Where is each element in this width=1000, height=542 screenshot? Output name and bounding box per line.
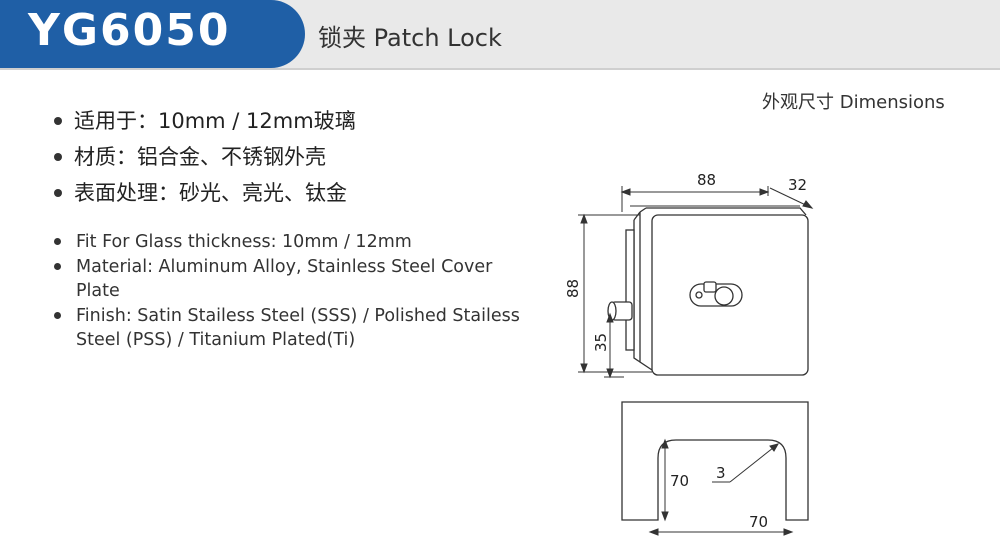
spec-item-en: Finish: Satin Stailess Steel (SSS) / Pol… bbox=[54, 304, 524, 352]
spec-item-cn: 材质：铝合金、不锈钢外壳 bbox=[54, 139, 356, 175]
dim-depth-label: 32 bbox=[788, 176, 807, 194]
spec-text: 表面处理：砂光、亮光、钛金 bbox=[74, 181, 347, 205]
spec-list-english: Fit For Glass thickness: 10mm / 12mm Mat… bbox=[54, 230, 524, 353]
bullet-icon bbox=[54, 238, 61, 245]
model-badge: YG6050 bbox=[0, 0, 305, 68]
header-divider bbox=[0, 68, 1000, 70]
dim-cutout-width-label: 70 bbox=[749, 513, 768, 531]
spec-text: Finish: Satin Stailess Steel (SSS) / Pol… bbox=[76, 306, 520, 350]
dim-height-label: 88 bbox=[564, 279, 582, 298]
spec-text: 适用于：10mm / 12mm玻璃 bbox=[74, 109, 356, 133]
bullet-icon bbox=[54, 263, 61, 270]
dim-bolt-height-label: 35 bbox=[592, 333, 610, 352]
dimensions-title: 外观尺寸 Dimensions bbox=[762, 92, 945, 113]
dim-radius-label: 3 bbox=[716, 464, 726, 482]
bullet-icon bbox=[54, 117, 62, 125]
spec-text: Fit For Glass thickness: 10mm / 12mm bbox=[76, 232, 412, 252]
glass-cutout bbox=[621, 401, 809, 521]
spec-list-chinese: 适用于：10mm / 12mm玻璃 材质：铝合金、不锈钢外壳 表面处理：砂光、亮… bbox=[54, 103, 356, 211]
bullet-icon bbox=[54, 153, 62, 161]
spec-text: Material: Aluminum Alloy, Stainless Stee… bbox=[76, 257, 493, 301]
keyhole bbox=[689, 281, 743, 307]
dim-width-label: 88 bbox=[697, 171, 716, 189]
model-code: YG6050 bbox=[28, 5, 231, 56]
spec-item-en: Material: Aluminum Alloy, Stainless Stee… bbox=[54, 255, 524, 303]
spec-text: 材质：铝合金、不锈钢外壳 bbox=[74, 145, 326, 169]
spec-item-en: Fit For Glass thickness: 10mm / 12mm bbox=[54, 230, 524, 254]
bullet-icon bbox=[54, 189, 62, 197]
dim-cutout-height-label: 70 bbox=[670, 472, 689, 490]
product-name: 锁夹 Patch Lock bbox=[318, 24, 502, 52]
bullet-icon bbox=[54, 312, 61, 319]
spec-item-cn: 表面处理：砂光、亮光、钛金 bbox=[54, 175, 356, 211]
spec-item-cn: 适用于：10mm / 12mm玻璃 bbox=[54, 103, 356, 139]
